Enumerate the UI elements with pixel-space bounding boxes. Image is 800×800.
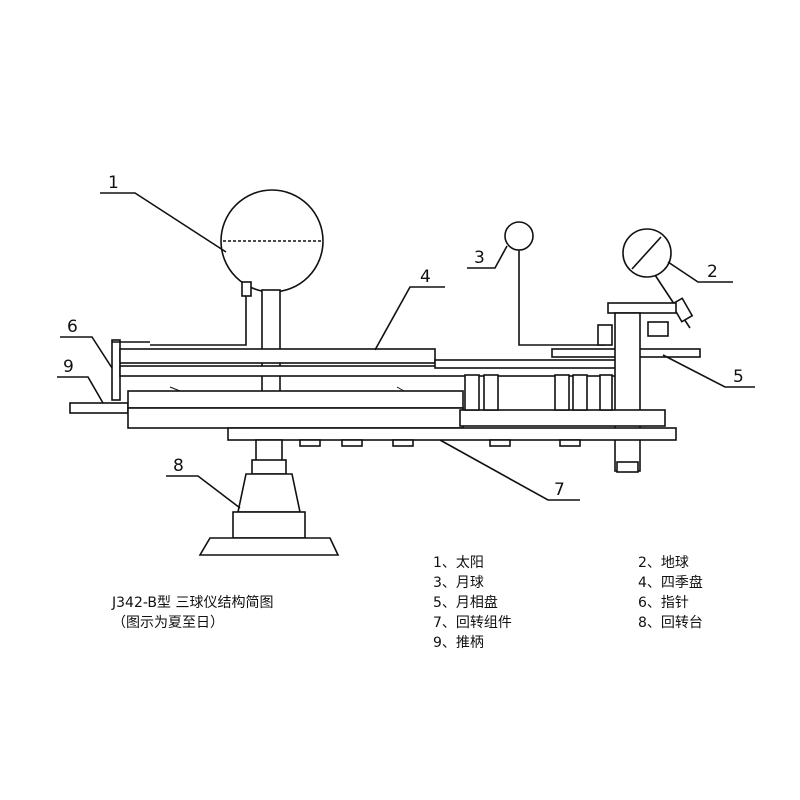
spacer-2 <box>483 374 499 411</box>
spacer-1 <box>464 374 480 411</box>
leader-1 <box>100 192 227 253</box>
callout-5: 5 <box>733 367 744 387</box>
legend-item-rotating-base: 8、回转台 <box>638 615 703 631</box>
pointer-post <box>111 339 121 401</box>
caption: J342-B型 三球仪结构简图 （图示为夏至日） <box>111 594 273 631</box>
legend-item-seasons-dial: 4、四季盘 <box>638 574 703 591</box>
callout-8: 8 <box>173 456 184 476</box>
earth-axis <box>631 236 662 270</box>
spacer-4 <box>572 374 588 411</box>
leader-lines <box>57 192 755 509</box>
main-arm-lower <box>127 407 464 429</box>
callout-6: 6 <box>67 317 78 337</box>
seasons-dial <box>119 348 621 377</box>
leader-9 <box>57 376 104 404</box>
rotating-base <box>198 439 340 556</box>
spacer-5 <box>599 374 613 411</box>
base-ring <box>232 511 306 539</box>
leader-3 <box>467 245 508 269</box>
earth-side-block <box>647 321 669 337</box>
caption-subtitle: （图示为夏至日） <box>112 615 224 631</box>
right-arm-upper <box>459 409 666 427</box>
moon-arm-block <box>597 324 613 346</box>
nut-5 <box>559 439 581 447</box>
moon-ball <box>504 221 534 251</box>
earth-axis-clamp <box>670 297 694 323</box>
sun-ball <box>220 189 324 293</box>
earth-assembly <box>607 228 694 473</box>
earth-column-foot <box>616 461 639 473</box>
base-rail <box>227 427 677 441</box>
legend-item-earth: 2、地球 <box>638 555 689 571</box>
earth-column <box>614 312 641 472</box>
moon-assembly <box>504 221 613 346</box>
callout-7: 7 <box>554 480 565 500</box>
callout-9: 9 <box>63 357 74 377</box>
moon-arm <box>518 250 605 346</box>
base-neck <box>255 439 283 463</box>
base-body <box>237 473 301 513</box>
callout-1: 1 <box>108 173 119 193</box>
callout-3: 3 <box>474 248 485 268</box>
legend-item-push-handle: 9、推柄 <box>433 635 484 651</box>
nut-4 <box>489 439 511 447</box>
nut-3 <box>392 439 414 447</box>
leader-4 <box>374 286 445 351</box>
callout-4: 4 <box>420 267 431 287</box>
legend-item-sun: 1、太阳 <box>433 555 484 571</box>
leader-8 <box>166 475 241 509</box>
legend-item-moon-phase-dial: 5、月相盘 <box>433 594 498 611</box>
moon-phase-under <box>434 359 626 369</box>
legend-item-moon: 3、月球 <box>433 575 484 591</box>
seasons-dial-top-plate <box>119 348 436 364</box>
base-collar <box>251 459 287 475</box>
callout-2: 2 <box>707 262 718 282</box>
base-foot <box>198 537 340 556</box>
spacer-3 <box>554 374 570 411</box>
leader-7 <box>439 439 580 501</box>
legend-item-rotating-assembly: 7、回转组件 <box>433 615 512 631</box>
pointer-rod <box>150 296 247 346</box>
rotating-arms <box>127 374 677 447</box>
caption-title: J342-B型 三球仪结构简图 <box>111 594 273 611</box>
nut-1 <box>299 439 321 447</box>
push-handle <box>69 402 129 414</box>
arm-mark-1 <box>169 386 181 392</box>
sun-stem <box>261 289 281 395</box>
earth-support-top <box>607 302 677 314</box>
leader-6 <box>60 336 113 369</box>
callout-labels: 1 2 3 4 5 6 7 8 9 <box>63 173 744 500</box>
parts-legend: 1、太阳 2、地球 3、月球 4、四季盘 5、月相盘 6、指针 7、回转组件 8… <box>433 555 703 651</box>
main-arm-upper <box>127 390 464 409</box>
leader-2 <box>667 261 733 283</box>
sun-stem-clip <box>241 281 252 297</box>
push-handle-rod <box>69 402 129 414</box>
moon-phase-dial <box>434 348 701 369</box>
nut-2 <box>341 439 363 447</box>
leader-5 <box>662 354 755 388</box>
pointer-assembly <box>111 296 247 401</box>
legend-item-pointer: 6、指针 <box>638 595 689 611</box>
arm-mark-2 <box>396 386 405 392</box>
